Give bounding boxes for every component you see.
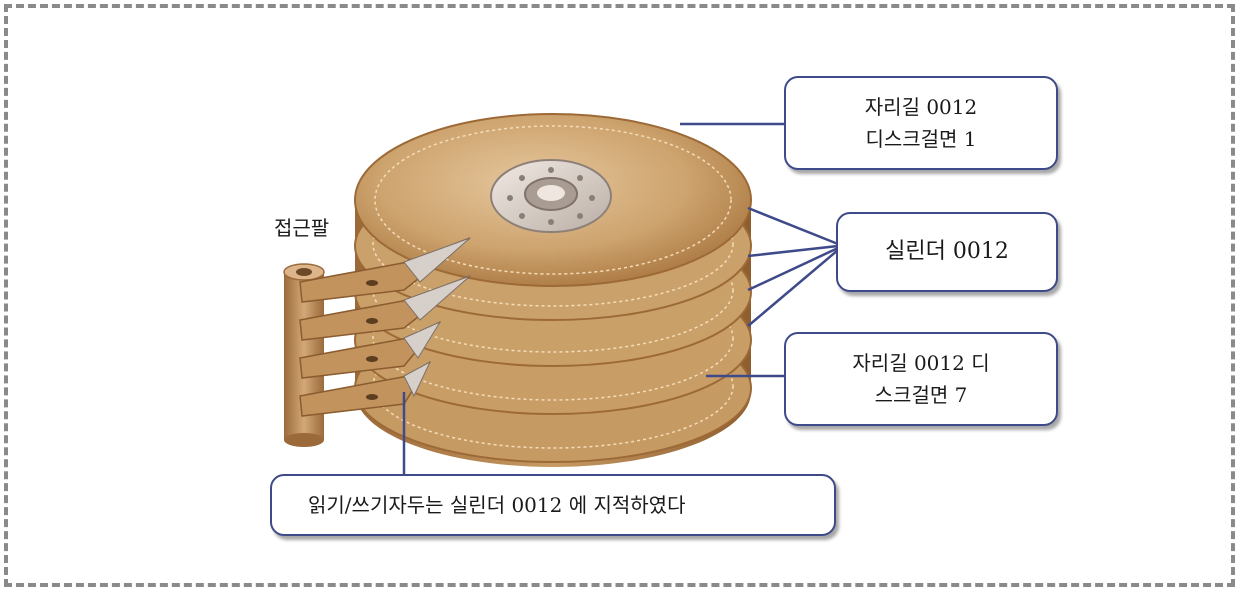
access-arm-assembly <box>283 237 471 447</box>
callout-bottom-line-2: 스크걸면 7 <box>874 383 968 407</box>
dashed-frame <box>4 4 1235 587</box>
callout-read-write-head: 읽기/쓰기자두는 실린더 0012 에 지적하였다 <box>270 474 836 536</box>
access-arm-label: 접근팔 <box>274 216 330 240</box>
callout-head-text: 읽기/쓰기자두는 실린더 0012 에 지적하였다 <box>308 493 686 517</box>
connector-cylinder-1 <box>747 206 839 246</box>
callout-bottom-line-1: 자리길 0012 디 <box>852 351 990 375</box>
connector-cylinder-2 <box>747 244 839 258</box>
callout-cylinder-text: 실린더 0012 <box>885 239 1009 265</box>
platter-stack <box>354 113 752 467</box>
connector-lines <box>402 122 839 476</box>
callout-cylinder: 실린더 0012 <box>836 212 1058 292</box>
callout-top-line-1: 자리길 0012 <box>864 95 978 119</box>
callout-top-line-2: 디스크걸면 1 <box>865 127 977 151</box>
connector-cylinder-4 <box>747 249 839 327</box>
connector-cylinder-3 <box>747 246 839 292</box>
callout-track-surface-1: 자리길 0012 디스크걸면 1 <box>784 76 1058 170</box>
callout-track-surface-7: 자리길 0012 디 스크걸면 7 <box>784 332 1058 426</box>
